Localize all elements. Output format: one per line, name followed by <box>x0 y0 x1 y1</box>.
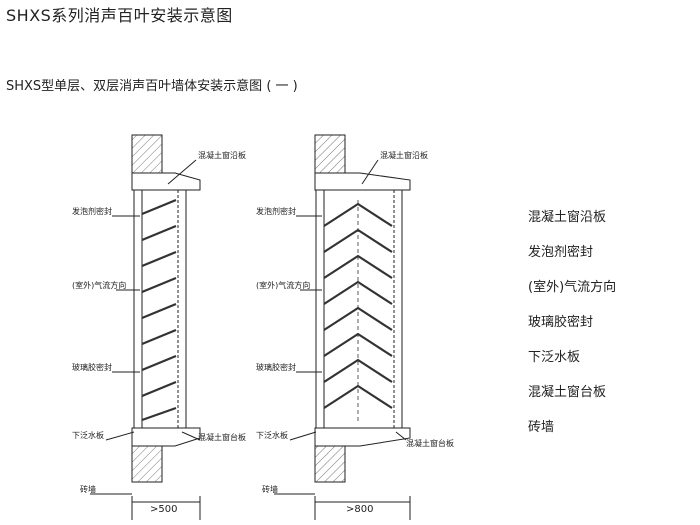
page-subtitle: SHXS型单层、双层消声百叶墙体安装示意图 ( 一 ) <box>6 79 298 94</box>
right-label-sill-top: 混凝土窗沿板 <box>380 150 428 160</box>
legend-list: 混凝土窗沿板 发泡剂密封 (室外)气流方向 玻璃胶密封 下泛水板 混凝土窗台板 … <box>528 206 616 451</box>
right-label-airflow: (室外)气流方向 <box>256 280 310 290</box>
legend-item: 砖墙 <box>528 420 555 435</box>
left-label-flashing: 下泛水板 <box>72 430 104 440</box>
left-label-sill-bottom: 混凝土窗台板 <box>198 432 246 442</box>
legend-item: 混凝土窗沿板 <box>528 210 607 225</box>
legend-item: 玻璃胶密封 <box>528 315 594 330</box>
right-top-wall <box>314 134 346 174</box>
left-label-glass-seal: 玻璃胶密封 <box>72 362 112 372</box>
right-bottom-sill <box>314 427 411 447</box>
legend-item: 混凝土窗台板 <box>528 385 607 400</box>
right-bottom-wall <box>314 445 346 483</box>
right-label-sill-bottom: 混凝土窗台板 <box>406 438 454 448</box>
legend-item: 下泛水板 <box>528 350 581 365</box>
right-diagram <box>274 134 411 520</box>
right-dimension: >800 <box>346 504 373 515</box>
left-label-brick: 砖墙 <box>80 484 96 494</box>
right-label-brick: 砖墙 <box>262 484 278 494</box>
page-title: SHXS系列消声百叶安装示意图 <box>6 6 233 25</box>
right-label-glass-seal: 玻璃胶密封 <box>256 362 296 372</box>
left-bottom-wall <box>131 445 163 483</box>
left-louver-blades <box>141 198 177 422</box>
right-louver-blades <box>323 200 393 424</box>
right-top-sill <box>314 172 411 191</box>
left-label-sill-top: 混凝土窗沿板 <box>198 150 246 160</box>
legend-item: (室外)气流方向 <box>528 280 617 295</box>
right-label-foam-seal: 发泡剂密封 <box>256 206 296 216</box>
left-bottom-sill <box>131 427 201 447</box>
left-label-foam-seal: 发泡剂密封 <box>72 206 112 216</box>
legend-item: 发泡剂密封 <box>528 245 594 260</box>
left-top-wall <box>131 134 163 174</box>
left-diagram <box>90 134 201 520</box>
right-label-flashing: 下泛水板 <box>256 430 288 440</box>
left-dimension: >500 <box>150 504 177 515</box>
left-label-airflow: (室外)气流方向 <box>72 280 126 290</box>
left-top-sill <box>131 172 201 191</box>
